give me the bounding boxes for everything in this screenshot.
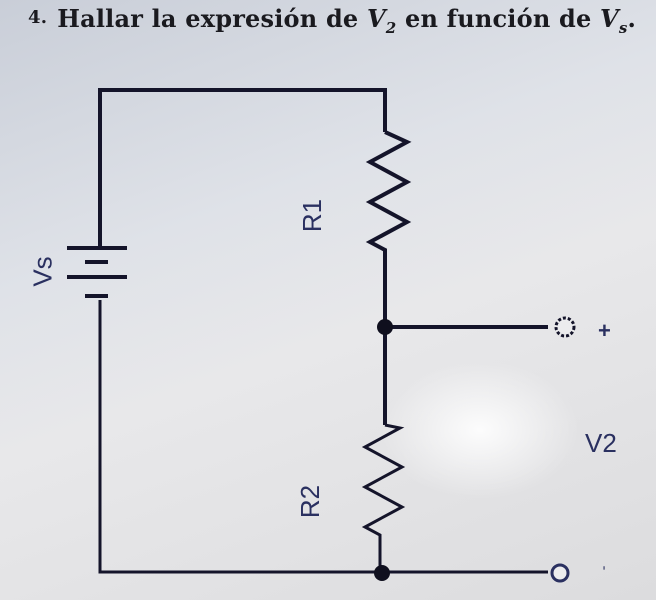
- problem-statement: 4. Hallar la expresión de V2 en función d…: [28, 4, 636, 37]
- wire-top: [98, 88, 387, 248]
- text-before: Hallar la expresión de: [57, 4, 367, 33]
- terminal-plus[interactable]: [554, 316, 576, 338]
- label-minus: -: [597, 565, 614, 571]
- label-v2: V2: [585, 428, 617, 458]
- resistor-r1: [365, 130, 412, 262]
- text-end: .: [627, 4, 637, 33]
- var-v2: V2: [366, 4, 397, 37]
- text-middle: en función de: [396, 4, 601, 33]
- label-r1: R1: [297, 198, 328, 233]
- problem-number: 4.: [28, 7, 48, 28]
- label-r2: R2: [295, 484, 326, 519]
- label-vs: Vs: [27, 256, 58, 287]
- wire-bottom: [98, 300, 548, 574]
- battery-vs: [67, 246, 127, 298]
- resistor-r2: [361, 423, 406, 572]
- terminal-minus[interactable]: [550, 563, 570, 583]
- var-vs: Vs: [600, 4, 628, 37]
- label-plus: +: [598, 318, 611, 343]
- junction-node-bottom: [374, 565, 390, 581]
- junction-node-top: [377, 319, 393, 335]
